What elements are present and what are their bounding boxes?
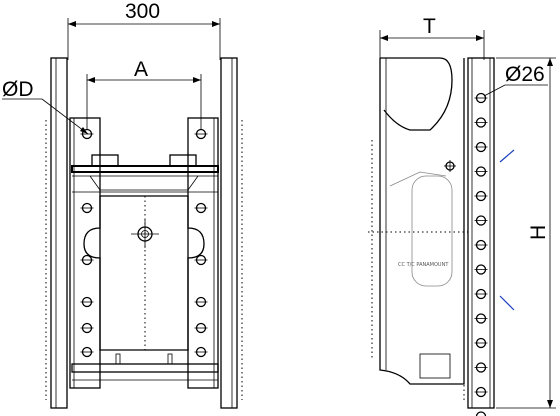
diameter-d-leader: ØD [2,78,89,135]
dimension-a-label: A [134,58,148,81]
dimension-a: A [86,58,202,130]
side-body: CC T/C PANAMOUNT [368,57,470,385]
front-hole-columns [80,128,208,358]
diameter-26-label: Ø26 [505,63,545,86]
top-crossbar [71,154,219,193]
dimension-t: T [379,15,485,60]
diameter-d-label: ØD [2,78,34,101]
left-rail [45,57,68,409]
side-hole [475,411,487,416]
dimension-300: 300 [67,0,221,60]
side-hole-column [474,92,488,416]
side-view: T H Ø26 CC T/C PANAMOUNT [368,15,556,416]
side-rail [463,57,495,409]
right-rail [220,57,243,409]
dimension-300-label: 300 [125,0,160,23]
blue-marks [499,149,515,311]
bracket-plates [69,117,219,389]
side-plate-text: CC T/C PANAMOUNT [398,262,449,268]
center-plate [83,195,205,351]
dimension-t-label: T [423,15,436,38]
dimension-h-label: H [527,225,550,240]
dimension-h: H [496,57,556,409]
front-view: 300 A ØD [2,0,243,409]
bottom-crossbar [71,353,219,381]
